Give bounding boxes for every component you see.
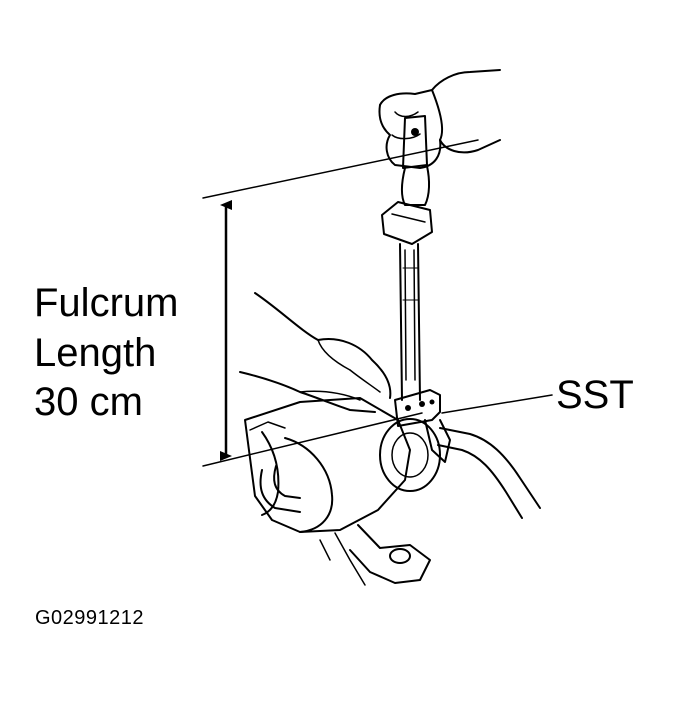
fulcrum-label-line3: 30 cm: [34, 380, 143, 424]
sst-leader-line: [441, 394, 553, 414]
fulcrum-label-line2: Length: [34, 331, 157, 375]
sst-label: SST: [556, 373, 634, 417]
torque-wrench: [381, 201, 433, 401]
fulcrum-label-line1: Fulcrum: [34, 281, 179, 325]
lower-hand: [239, 292, 392, 413]
mounting-bracket: [319, 524, 431, 586]
wrench-handle-grip: [401, 115, 431, 206]
fuel-pipe: [259, 427, 541, 519]
extension-line-top: [202, 139, 479, 199]
pump-body: [244, 397, 441, 533]
sst-tool: [394, 389, 451, 463]
figure-code: G02991212: [35, 607, 145, 629]
extension-line-bottom: [202, 412, 423, 467]
upper-hand: [378, 69, 501, 169]
